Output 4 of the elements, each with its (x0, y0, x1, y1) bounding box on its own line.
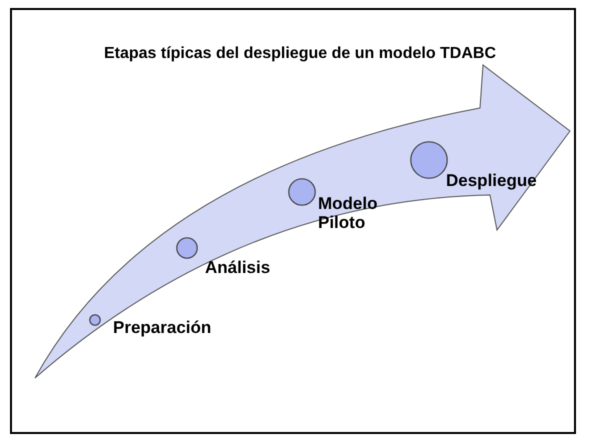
stage-label: Preparación (113, 318, 212, 337)
stage-label: Análisis (205, 258, 270, 277)
title: Etapas típicas del despliegue de un modelo TDABC (102, 44, 498, 63)
stage-label: Modelo Piloto (318, 194, 378, 232)
